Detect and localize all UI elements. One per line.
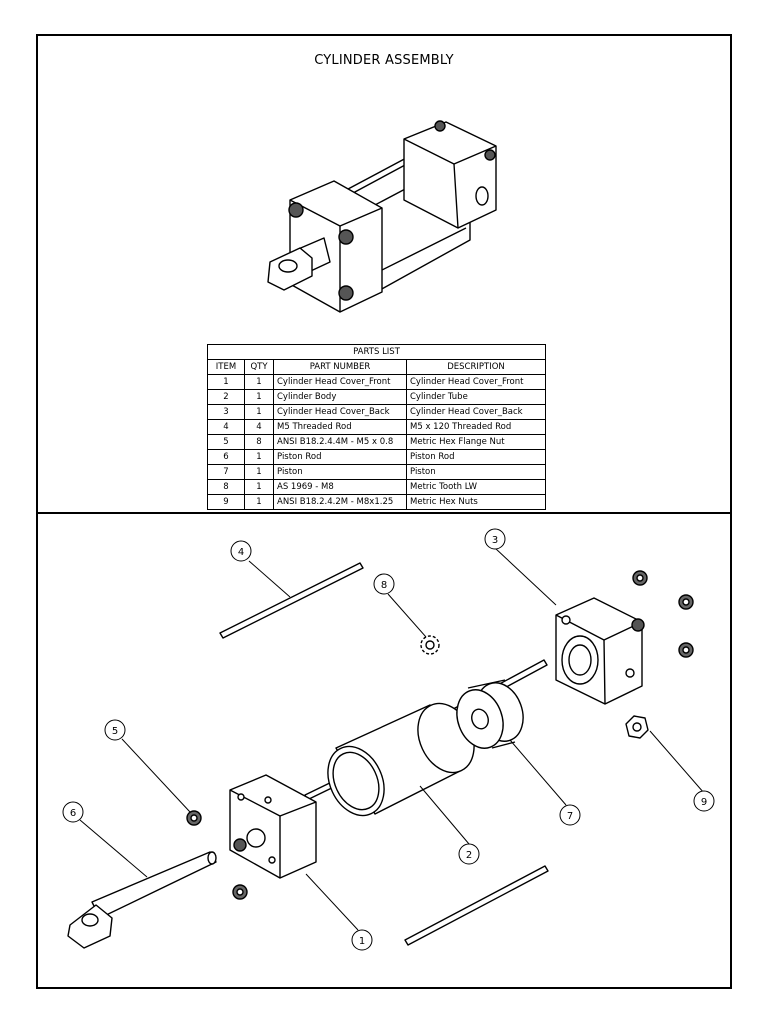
balloon-6-label: 6 [70,808,76,819]
parts-list-table: PARTS LIST ITEM QTY PART NUMBER DESCRIPT… [207,344,546,510]
piston-rod [67,851,217,949]
balloon-4-label: 4 [238,547,244,558]
balloon-4 [230,540,252,562]
threaded-rod-top [219,562,364,639]
balloon-3 [484,528,506,550]
threaded-rod-bottom [404,865,549,946]
front-head-cover [229,774,317,879]
balloon-7-label: 7 [567,811,573,822]
balloon-6 [62,801,84,823]
balloon-8 [373,573,395,595]
sheet-divider-line [36,512,732,514]
balloon-1 [351,929,373,951]
balloon-9 [693,790,715,812]
balloon-7 [559,804,581,826]
drawing-sheet-border [36,34,732,989]
back-head-cover [555,597,645,705]
balloon-8-label: 8 [381,580,387,591]
flange-nuts [186,570,694,900]
balloon-9-label: 9 [701,797,707,808]
balloon-3-label: 3 [492,535,498,546]
hex-nut [625,715,649,739]
balloon-1-label: 1 [359,936,365,947]
balloon-5-label: 5 [112,726,118,737]
balloon-5 [104,719,126,741]
balloon-2-label: 2 [466,850,472,861]
tooth-lock-washer [420,635,440,655]
drawing-title: CYLINDER ASSEMBLY [314,53,454,68]
balloon-2 [458,843,480,865]
cell-description: Metric Hex Nuts [406,494,546,510]
